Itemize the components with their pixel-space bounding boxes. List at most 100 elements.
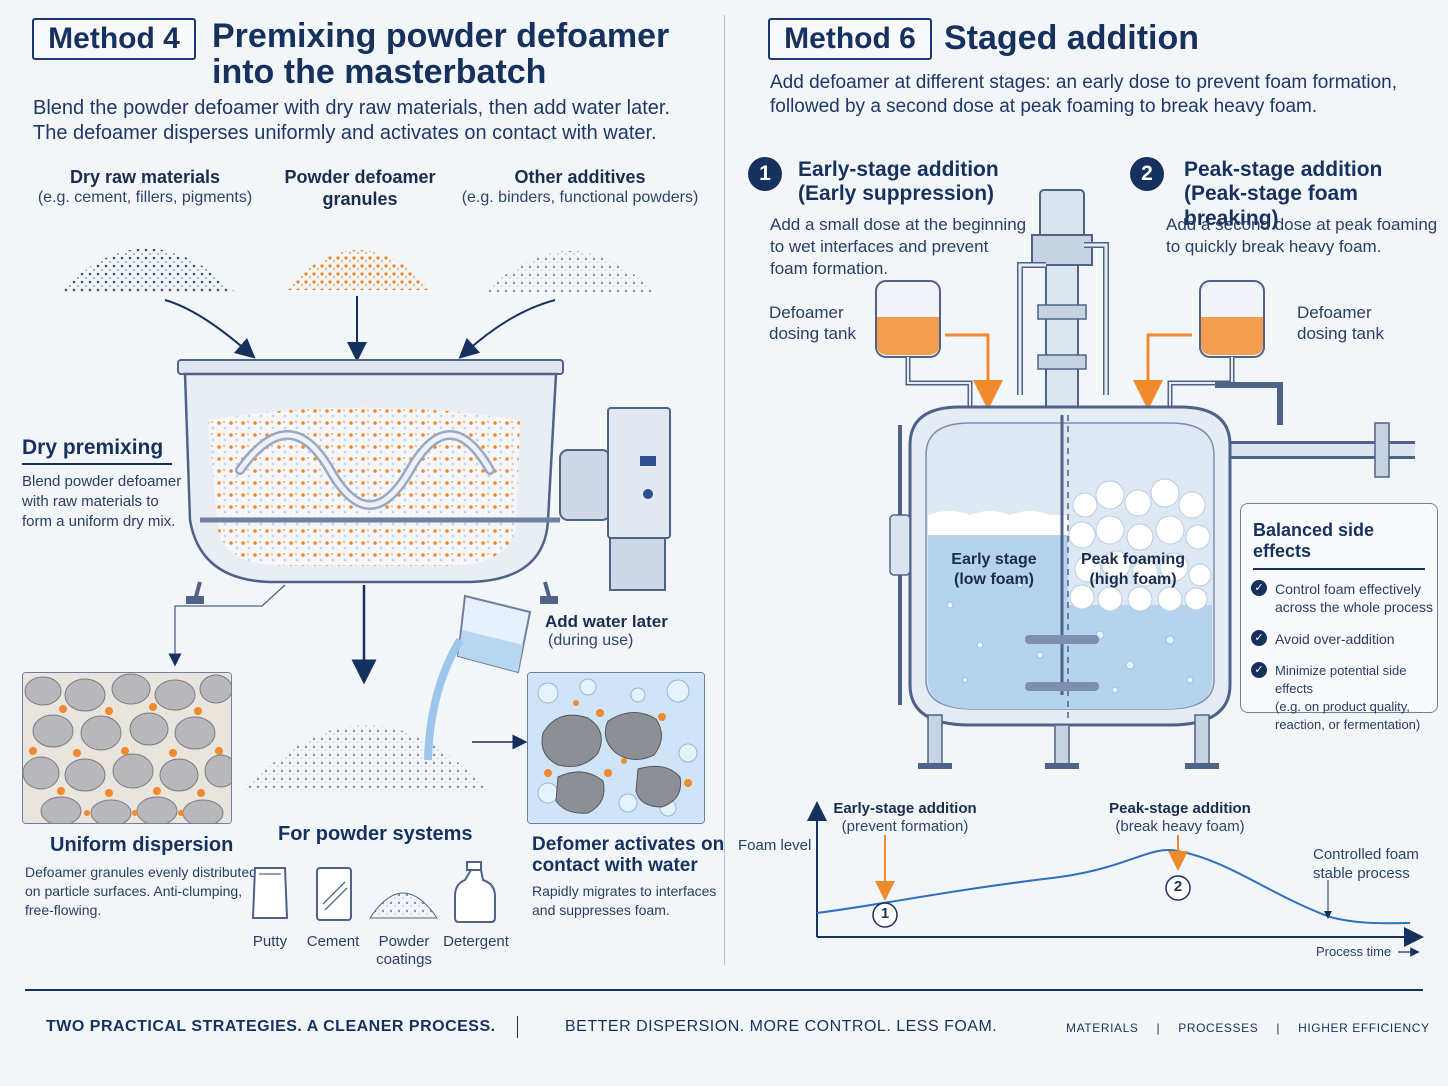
method4-intro-line2: The defoamer disperses uniformly and act…	[33, 122, 657, 144]
dosing-tank-right-line1: Defoamer	[1297, 303, 1372, 322]
balanced-underline	[1253, 568, 1425, 570]
powder-pile-icon	[369, 892, 438, 919]
balanced-item-3-line1: Minimize potential side effects	[1275, 662, 1407, 696]
uniform-line1: Defoamer granules evenly distributed	[25, 864, 257, 880]
check-icon: ✓	[1251, 629, 1267, 646]
activates-line2: and suppresses foam.	[532, 902, 670, 918]
powder-item-cement: Cement	[306, 933, 360, 950]
dosing-tank-right-line2: dosing tank	[1297, 324, 1384, 343]
step1-line1: Add a small dose at the beginning	[770, 215, 1027, 234]
step1-number: 1	[748, 157, 782, 191]
activates-image	[527, 672, 705, 824]
input-other-sub: (e.g. binders, functional powders)	[461, 189, 699, 206]
step2-number: 2	[1130, 157, 1164, 191]
step1-title-line2: (Early suppression)	[798, 182, 995, 205]
graph-early-sub: (prevent formation)	[841, 818, 969, 835]
cement-bag-icon	[316, 867, 352, 921]
uniform-dispersion-image	[22, 672, 232, 824]
defoamer-pile-icon	[285, 250, 432, 290]
check-icon: ✓	[1251, 661, 1267, 678]
step2-title-line1: Peak-stage addition	[1184, 158, 1383, 181]
reactor-illustration	[875, 189, 1415, 769]
ribbon-mixer-icon	[177, 359, 671, 604]
graph-peak-sub: (break heavy foam)	[1115, 818, 1245, 835]
method6-intro-line2: followed by a second dose at peak foamin…	[770, 96, 1318, 117]
graph-marker-2-label: 2	[1173, 878, 1183, 895]
foam-curve	[816, 849, 1411, 925]
balanced-title: Balanced side effects	[1253, 520, 1375, 561]
activates-line1: Rapidly migrates to interfaces	[532, 883, 717, 899]
footer-tags: MATERIALS | PROCESSES | HIGHER EFFICIENC…	[1066, 1021, 1430, 1035]
foam-level-graph	[807, 801, 1424, 957]
balanced-item-3-line2: (e.g. on product quality,	[1275, 698, 1410, 714]
step1-line3: foam formation.	[770, 259, 889, 278]
powder-item-powder: Powder	[378, 933, 430, 950]
dry-premix-line3: form a uniform dry mix.	[22, 513, 176, 530]
step1-line2: to wet interfaces and prevent	[770, 237, 989, 256]
putty-bag-icon	[251, 867, 289, 919]
peak-foaming-label-line2: (high foam)	[1089, 571, 1177, 588]
uniform-line2: on particle surfaces. Anti-clumping,	[25, 883, 243, 899]
vertical-divider	[724, 15, 725, 965]
balanced-item-2-line1: Avoid over-addition	[1275, 630, 1395, 647]
method6-title: Staged addition	[944, 19, 1199, 57]
graph-peak-title: Peak-stage addition	[1109, 800, 1251, 817]
graph-early-title: Early-stage addition	[833, 800, 977, 817]
method6-badge: Method 6	[768, 18, 932, 60]
balanced-item-1-line1: Control foam effectively	[1275, 580, 1422, 597]
method6-intro-line1: Add defoamer at different stages: an ear…	[770, 72, 1398, 93]
graph-y-label: Foam level	[738, 837, 812, 854]
step1-title-line1: Early-stage addition	[798, 158, 999, 181]
graph-marker-1-label: 1	[880, 905, 890, 922]
footer-separator	[517, 1016, 518, 1038]
check-icon: ✓	[1251, 579, 1267, 596]
early-stage-label-line2: (low foam)	[954, 571, 1034, 588]
powder-systems-title: For powder systems	[278, 823, 473, 845]
powder-item-coatings: coatings	[376, 951, 432, 968]
premix-pile-icon	[245, 725, 488, 790]
method4-title-line1: Premixing powder defoamer	[212, 17, 670, 55]
early-stage-label-line1: Early stage	[951, 551, 1037, 568]
water-beaker-icon	[424, 594, 532, 761]
powder-systems-icons	[251, 861, 496, 923]
additives-pile-icon	[485, 251, 655, 292]
balanced-item-3: ✓ Minimize potential side effects (e.g. o…	[1251, 661, 1437, 734]
footer-tag-materials: MATERIALS	[1066, 1021, 1139, 1035]
balanced-side-effects-box: Balanced side effects ✓ Control foam eff…	[1240, 503, 1438, 732]
dosing-tank-left-line1: Defoamer	[769, 303, 844, 322]
graph-end-line1: Controlled foam	[1313, 846, 1419, 863]
balanced-item-2: ✓ Avoid over-addition	[1251, 629, 1437, 648]
input-defoamer-title: Powder defoamer	[284, 167, 436, 187]
detergent-bottle-icon	[454, 861, 496, 923]
method4-title-line2: into the masterbatch	[212, 53, 547, 91]
graph-end-line2: stable process	[1313, 865, 1410, 882]
input-defoamer: Powder defoamer granules	[260, 166, 460, 210]
footer-tag-processes: PROCESSES	[1178, 1021, 1259, 1035]
graph-marker-1	[872, 902, 898, 928]
graph-marker-2	[1165, 875, 1191, 901]
powder-item-putty: Putty	[252, 933, 288, 950]
activates-title-line1: Defomer activates on	[532, 834, 725, 855]
graph-x-label: Process time	[1316, 944, 1392, 959]
dry-premix-underline	[22, 463, 172, 465]
input-other-title: Other additives	[514, 167, 646, 187]
footer-divider	[25, 989, 1423, 991]
step2-line1: Add a second dose at peak foaming	[1166, 215, 1438, 234]
powder-item-detergent: Detergent	[443, 933, 509, 950]
dry-premix-line2: with raw materials to	[22, 493, 159, 510]
input-defoamer-sub: granules	[322, 189, 398, 209]
uniform-line3: free-flowing.	[25, 902, 102, 918]
input-dry-raw-title: Dry raw materials	[69, 167, 221, 187]
activates-title-line2: contact with water	[532, 855, 698, 876]
step2-line2: to quickly break heavy foam.	[1166, 237, 1382, 256]
dry-raw-pile-icon	[60, 248, 235, 292]
input-dry-raw: Dry raw materials (e.g. cement, fillers,…	[20, 166, 270, 208]
input-dry-raw-sub: (e.g. cement, fillers, pigments)	[37, 189, 253, 206]
method4-intro-line1: Blend the powder defoamer with dry raw m…	[33, 97, 670, 119]
footer-mid: BETTER DISPERSION. MORE CONTROL. LESS FO…	[565, 1018, 998, 1035]
balanced-item-1-line2: across the whole process	[1275, 598, 1433, 615]
peak-foaming-label-line1: Peak foaming	[1080, 551, 1186, 568]
premix-illustration	[60, 248, 671, 790]
add-water-title: Add water later	[545, 612, 668, 631]
